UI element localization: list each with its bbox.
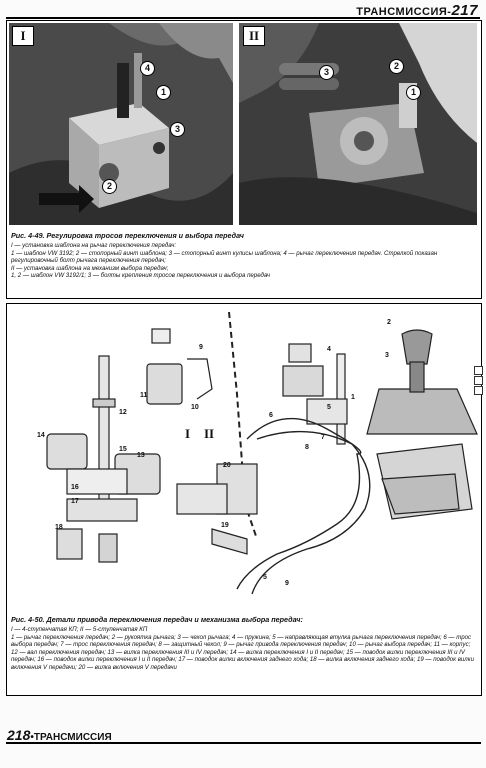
side-marker [474,386,483,395]
side-marker [474,376,483,385]
photo-2-callout-3: 3 [319,65,334,80]
figure-4-49-line: II — установка шаблона на механизм выбор… [11,264,169,272]
diagram-callout-9b: 9 [285,580,289,587]
diagram-callout-5b: 5 [263,574,267,581]
diagram-callout-17: 17 [71,498,79,505]
diagram-callout-16: 16 [71,484,79,491]
diagram-callout-4: 4 [327,346,331,353]
side-marker [474,366,483,375]
figure-4-49-panel-1-tag: I [12,26,34,46]
figure-4-49-line: 1, 2 — шаблон VW 3192/1; 3 — болты крепл… [11,272,271,280]
figure-4-50-title: Рис. 4-50. Детали привода переключения п… [11,615,303,624]
header-title: ТРАНСМИССИЯ [356,6,448,18]
diagram-callout-13: 13 [137,452,145,459]
figure-4-50-line: I — 4-ступенчатая КП; II — 5-ступенчатая… [11,626,148,633]
diagram-callout-1: 1 [351,394,355,401]
diagram-callout-19: 19 [221,522,229,529]
figure-4-49-panel-2-tag: II [243,26,265,46]
diagram-callout-12: 12 [119,409,127,416]
diagram-callout-18: 18 [55,524,63,531]
diagram-callout-15: 15 [119,446,127,453]
diagram-callout-7: 7 [321,434,325,441]
diagram-callout-20: 20 [223,462,231,469]
diagram-callout-10: 10 [191,404,199,411]
running-header: ТРАНСМИССИЯ-217 [356,2,478,19]
diagram-callout-11: 11 [140,392,148,399]
figure-4-50-caption: Рис. 4-50. Детали привода переключения п… [11,615,477,672]
photo-2-callout-2: 2 [389,59,404,74]
diagram-callout-5: 5 [327,404,331,411]
photo-1-graphic [9,23,233,225]
photo-2-graphic [239,23,477,225]
photo-2-callout-1: 1 [406,85,421,100]
photo-1-callout-3: 3 [170,122,185,137]
figure-4-50-section-i: I [185,426,191,441]
footer-rule [6,742,481,744]
figure-4-50-box: I II 2 1 3 4 5 6 7 8 9 10 11 12 13 14 15… [6,303,482,696]
figure-4-49-title: Рис. 4-49. Регулировка тросов переключен… [11,231,244,240]
running-footer: 218•ТРАНСМИССИЯ [7,727,112,743]
diagram-callout-2: 2 [387,319,391,326]
footer-page-number: 218 [7,727,31,743]
photo-1-callout-4: 4 [140,61,155,76]
header-rule [6,17,480,19]
footer-title: ТРАНСМИССИЯ [33,732,112,743]
photo-1-callout-2: 2 [102,179,117,194]
figure-4-49-photo-2 [239,23,477,225]
figure-4-50-exploded-diagram [46,311,478,595]
figure-4-50-section-ii: II [204,426,215,441]
photo-1-callout-1: 1 [156,85,171,100]
diagram-callout-9: 9 [199,344,203,351]
figure-4-49-line: 1 — шаблон VW 3192; 2 — стопорный винт ш… [11,249,438,265]
diagram-callout-3: 3 [385,352,389,359]
figure-4-49-line: I — установка шаблона на рычаг переключе… [11,242,177,249]
header-page-number: 217 [451,2,478,19]
diagram-callout-8: 8 [305,444,309,451]
figure-4-49-caption: Рис. 4-49. Регулировка тросов переключен… [11,231,477,280]
figure-4-49-box: I 4 1 3 2 II 3 2 1 Рис. 4-49. Р [6,20,482,299]
diagram-callout-14: 14 [37,432,45,439]
figure-4-49-photo-1 [9,23,233,225]
diagram-callout-6: 6 [269,412,273,419]
figure-4-50-line: 1 — рычаг переключения передач; 2 — руко… [11,633,474,671]
